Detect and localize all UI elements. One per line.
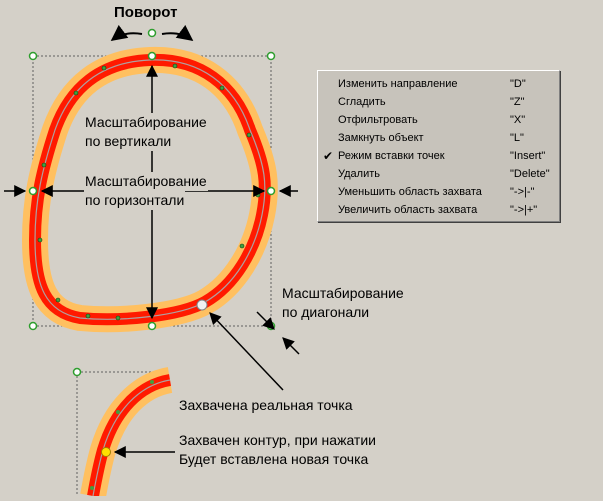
menu-item-smooth[interactable]: Сгладить "Z" — [318, 94, 559, 112]
menu-item-insert-mode[interactable]: ✔ Режим вставки точек "Insert" — [318, 148, 559, 166]
scale-vertical-label: по вертикали — [84, 132, 173, 151]
scale-diagonal-label: Масштабирование — [282, 285, 404, 301]
rotate-arrow — [110, 24, 143, 41]
menu-item-label: Удалить — [338, 168, 380, 180]
menu-item-label: Сгладить — [338, 96, 386, 108]
menu-item-increase-capture[interactable]: Увеличить область захвата "->|+" — [318, 202, 559, 220]
menu-item-shortcut: "Insert" — [510, 150, 546, 162]
scale-vertical-label: Масштабирование — [84, 113, 208, 132]
scale-horizontal-label: Масштабирование — [84, 172, 208, 191]
scale-horizontal-label: по горизонтали — [84, 191, 186, 210]
menu-item-label: Режим вставки точек — [338, 150, 445, 162]
menu-item-label: Увеличить область захвата — [338, 204, 478, 216]
menu-item-label: Замкнуть объект — [338, 132, 424, 144]
menu-item-label: Изменить направление — [338, 78, 458, 90]
menu-item-decrease-capture[interactable]: Уменьшить область захвата "->|-" — [318, 184, 559, 202]
grabbed-point[interactable] — [196, 299, 208, 311]
menu-item-shortcut: "->|+" — [510, 204, 538, 216]
menu-item-close-object[interactable]: Замкнуть объект "L" — [318, 130, 559, 148]
menu-item-label: Отфильтровать — [338, 114, 418, 126]
menu-item-shortcut: "Z" — [510, 96, 525, 108]
menu-item-shortcut: "L" — [510, 132, 524, 144]
menu-item-shortcut: "D" — [510, 78, 526, 90]
rotate-label: Поворот — [114, 4, 178, 21]
grabbed-contour-label: Захвачен контур, при нажатии — [179, 432, 376, 448]
context-menu: Изменить направление "D" Сгладить "Z" От… — [317, 70, 560, 222]
menu-item-label: Уменьшить область захвата — [338, 186, 482, 198]
contour[interactable] — [22, 46, 278, 333]
checkmark-icon: ✔ — [323, 149, 334, 163]
menu-item-shortcut: "X" — [510, 114, 526, 126]
menu-item-filter[interactable]: Отфильтровать "X" — [318, 112, 559, 130]
grabbed-point-pointer — [209, 312, 284, 391]
rotate-arrow — [161, 24, 194, 41]
grabbed-point-label: Захвачена реальная точка — [179, 397, 353, 413]
diagonal-arrow — [282, 337, 300, 355]
zoomed-fragment — [72, 367, 173, 499]
menu-item-change-direction[interactable]: Изменить направление "D" — [318, 76, 559, 94]
diagonal-arrow — [256, 311, 275, 330]
scale-diagonal-label: по диагонали — [282, 304, 370, 320]
grabbed-contour-label: Будет вставлена новая точка — [179, 451, 369, 467]
menu-item-shortcut: "Delete" — [510, 168, 550, 180]
menu-item-delete[interactable]: Удалить "Delete" — [318, 166, 559, 184]
menu-item-shortcut: "->|-" — [510, 186, 535, 198]
